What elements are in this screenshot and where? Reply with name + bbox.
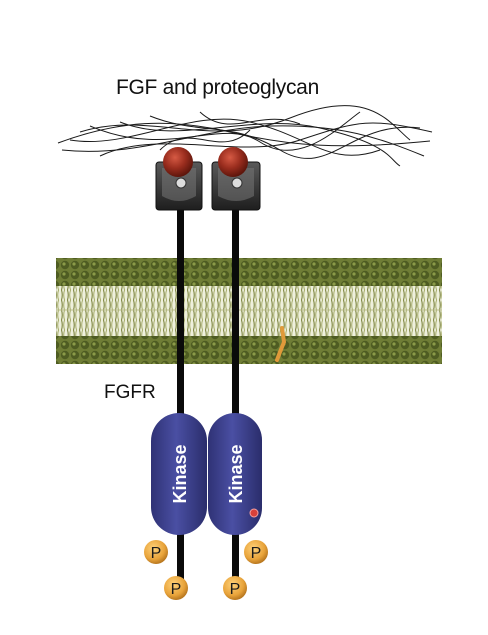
kinase-label: Kinase bbox=[226, 444, 246, 503]
active-site-icon bbox=[249, 508, 259, 518]
receptor-left: Kinase P P bbox=[144, 147, 207, 600]
phosphate-label: P bbox=[230, 581, 241, 598]
phosphate-label: P bbox=[151, 545, 162, 562]
ligand-label: FGF and proteoglycan bbox=[116, 76, 319, 99]
phosphate-bottom: P bbox=[223, 576, 247, 600]
proteoglycan-tangle bbox=[57, 105, 433, 167]
kinase-domain bbox=[208, 413, 262, 535]
phosphate-bottom: P bbox=[164, 576, 188, 600]
cholesterol-icon bbox=[275, 326, 287, 362]
kinase-label: Kinase bbox=[170, 444, 190, 503]
receptor-stalk bbox=[232, 196, 239, 588]
fgf-ligand-icon bbox=[218, 147, 248, 177]
phosphate-label: P bbox=[251, 545, 262, 562]
phosphate-label: P bbox=[171, 581, 182, 598]
receptor-label: FGFR bbox=[104, 382, 156, 403]
phosphate-top: P bbox=[244, 540, 268, 564]
receptor-stalk bbox=[177, 196, 184, 588]
cell-membrane bbox=[56, 258, 442, 364]
fgf-ligand-icon bbox=[163, 147, 193, 177]
kinase-domain bbox=[151, 413, 207, 535]
receptor-right: Kinase P P bbox=[208, 147, 268, 600]
phosphate-top: P bbox=[144, 540, 168, 564]
